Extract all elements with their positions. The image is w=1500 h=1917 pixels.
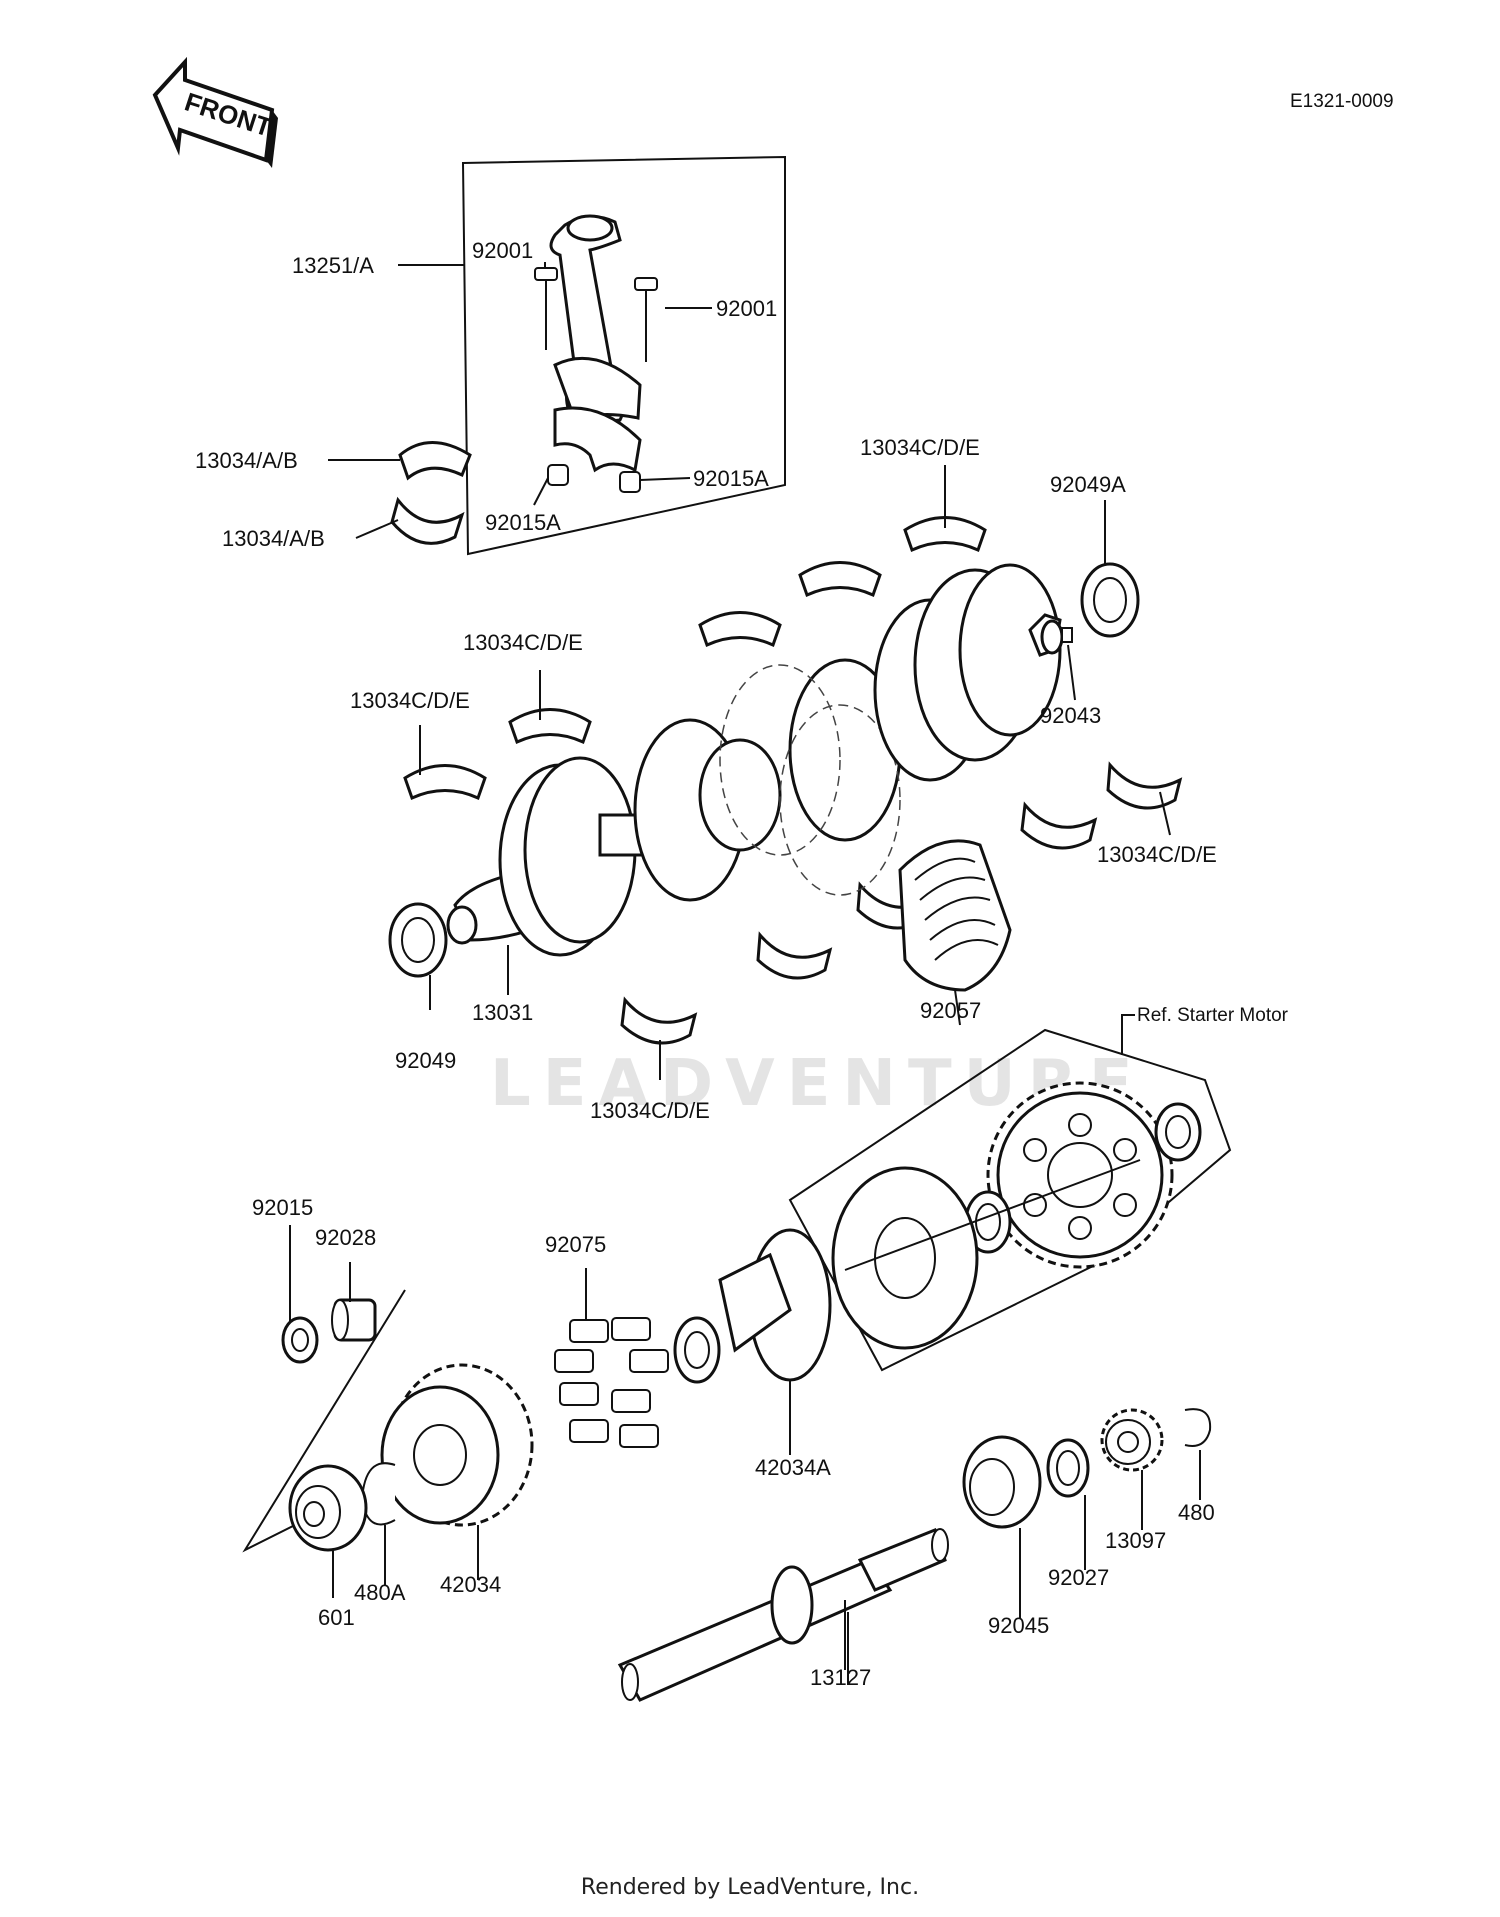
nut-92015 (281, 1316, 319, 1364)
label-92045: 92045 (988, 1613, 1049, 1638)
label-13034cde-bottom: 13034C/D/E (590, 1098, 710, 1123)
label-92001-right: 92001 (716, 296, 777, 321)
label-92015a-left: 92015A (485, 510, 561, 535)
starter-sprocket (986, 1081, 1174, 1269)
output-shaft (617, 1528, 949, 1702)
clutch-hub (673, 1228, 832, 1384)
oil-seal-right (1080, 562, 1140, 638)
label-92015a-right: 92015A (693, 466, 769, 491)
label-601: 601 (318, 1605, 355, 1630)
label-42034: 42034 (440, 1572, 501, 1597)
label-92057: 92057 (920, 998, 981, 1023)
label-13034cde-right: 13034C/D/E (1097, 842, 1217, 867)
diagram-code: E1321-0009 (1290, 91, 1394, 112)
rod-bearing-upper (398, 441, 472, 481)
label-42034a: 42034A (755, 1455, 831, 1480)
label-13251-a: 13251/A (292, 253, 374, 278)
label-13034-ab-lower: 13034/A/B (222, 526, 325, 551)
label-92043: 92043 (1040, 703, 1101, 728)
label-13034-ab-upper: 13034/A/B (195, 448, 298, 473)
rod-nut-right (619, 471, 641, 493)
starter-clutch-body (831, 1166, 979, 1350)
label-13097: 13097 (1105, 1528, 1166, 1553)
collar-92027 (1046, 1438, 1090, 1498)
starter-spacer (964, 1190, 1012, 1254)
leader-lines (289, 262, 1201, 1685)
label-92028: 92028 (315, 1225, 376, 1250)
connecting-rod (549, 214, 642, 473)
label-92001-left: 92001 (472, 238, 533, 263)
circlip-480 (1184, 1408, 1212, 1447)
starter-washer (1154, 1102, 1202, 1162)
oil-seal-left (388, 902, 448, 978)
rod-group-box (461, 155, 786, 556)
label-13031: 13031 (472, 1000, 533, 1025)
main-bearing-shell (698, 611, 782, 648)
label-13034cde-top: 13034C/D/E (860, 435, 980, 460)
main-bearing-shell (508, 708, 592, 745)
label-13034cde-left: 13034C/D/E (350, 688, 470, 713)
main-bearing-shell (756, 931, 833, 980)
crankshaft (446, 563, 1064, 957)
collar-92028 (331, 1298, 377, 1342)
label-480: 480 (1178, 1500, 1215, 1525)
rod-bolt-right (634, 277, 658, 362)
front-arrow-icon: FRONT (152, 56, 278, 168)
footer-credit: Rendered by LeadVenture, Inc. (580, 1875, 920, 1900)
main-bearing-shell (620, 996, 698, 1045)
label-92049: 92049 (395, 1048, 456, 1073)
ref-starter-note: Ref. Starter Motor (1137, 1005, 1289, 1026)
rod-nut-left (547, 464, 569, 486)
driven-gear (380, 1363, 534, 1527)
main-bearing-shell (798, 561, 882, 598)
primary-chain (898, 839, 1012, 992)
label-92049a: 92049A (1050, 472, 1126, 497)
label-92075: 92075 (545, 1232, 606, 1257)
rod-bolt-left (534, 267, 558, 350)
ball-bearing-601 (288, 1464, 368, 1552)
rod-bearing-lower (390, 496, 465, 545)
label-480a: 480A (354, 1580, 406, 1605)
main-bearing-shell (1106, 761, 1183, 810)
label-92027: 92027 (1048, 1565, 1109, 1590)
label-13127: 13127 (810, 1665, 871, 1690)
main-bearing-shell (1020, 801, 1098, 850)
damper-rubbers (554, 1317, 669, 1448)
label-13034cde-mid: 13034C/D/E (463, 630, 583, 655)
sprocket-13097 (1100, 1408, 1164, 1472)
label-92015: 92015 (252, 1195, 313, 1220)
ball-bearing-92045 (962, 1435, 1042, 1529)
dowel-pin (1061, 627, 1073, 643)
main-bearing-shell (403, 764, 487, 801)
main-bearing-shell (903, 516, 987, 553)
